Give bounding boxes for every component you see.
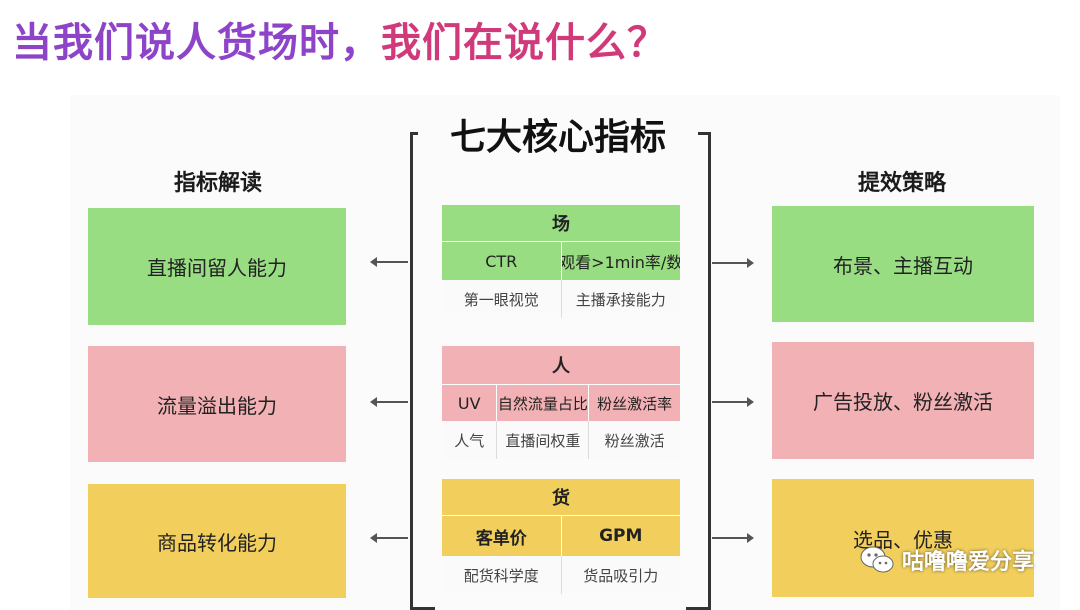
metric-cell: UV: [457, 393, 481, 413]
arrow-right-scene: [712, 258, 754, 268]
left-box-traffic: 流量溢出能力: [88, 346, 346, 462]
metric-cell: 客单价: [475, 528, 527, 549]
metric-cell: GPM: [560, 516, 681, 556]
left-column-title: 指标解读: [173, 171, 262, 196]
bracket-left: [410, 132, 435, 610]
right-box-goods-strategy: 选品、优惠: [772, 479, 1034, 597]
arrow-right-goods: [712, 533, 754, 543]
metric-table-people: 人 UV 自然流量占比 粉丝激活率 人气 直播间权重 粉丝激活: [442, 346, 680, 459]
arrow-left-goods: [370, 533, 408, 543]
table-header-goods: 货: [442, 479, 680, 516]
table-desc-row: 第一眼视觉 主播承接能力: [442, 280, 680, 318]
table-desc-row: 人气 直播间权重 粉丝激活: [442, 421, 680, 459]
left-box-retention: 直播间留人能力: [88, 208, 346, 325]
arrow-left-people: [370, 397, 408, 407]
left-box-conversion: 商品转化能力: [88, 484, 346, 598]
desc-cell: 粉丝激活: [588, 421, 680, 459]
table-metric-row: CTR 观看>1min率/数: [442, 242, 680, 280]
arrow-left-scene: [370, 257, 408, 267]
metric-table-goods: 货 客单价 GPM 配货科学度 货品吸引力: [442, 479, 680, 594]
metric-table-scene: 场 CTR 观看>1min率/数 第一眼视觉 主播承接能力: [442, 205, 680, 318]
right-box-scene-strategy: 布景、主播互动: [772, 206, 1034, 322]
table-header-scene: 场: [442, 205, 680, 242]
desc-cell: 主播承接能力: [560, 280, 681, 318]
metric-cell: 粉丝激活率: [588, 385, 680, 421]
table-header-people: 人: [442, 346, 680, 385]
right-column-title: 提效策略: [857, 171, 946, 196]
metric-cell: 观看>1min率/数: [560, 242, 680, 280]
metric-cell: 自然流量占比: [496, 385, 588, 421]
bracket-right: [686, 132, 711, 610]
watermark: 咕噜噜爱分享: [860, 540, 1034, 580]
table-metric-row: UV 自然流量占比 粉丝激活率: [442, 385, 680, 421]
headline-part2: 我们在说什么？: [381, 20, 668, 66]
wechat-icon: [860, 546, 894, 573]
center-title: 七大核心指标: [418, 112, 698, 164]
metric-cell: CTR: [485, 251, 518, 271]
desc-cell: 第一眼视觉: [463, 290, 539, 309]
desc-cell: 人气: [454, 431, 485, 450]
headline: 当我们说人货场时，我们在说什么？: [12, 8, 912, 78]
desc-cell: 货品吸引力: [560, 556, 681, 594]
desc-cell: 配货科学度: [463, 566, 539, 585]
watermark-text: 咕噜噜爱分享: [902, 550, 1035, 575]
arrow-right-people: [712, 397, 754, 407]
headline-part1: 当我们说人货场时，: [12, 20, 381, 66]
desc-cell: 直播间权重: [496, 421, 588, 459]
table-desc-row: 配货科学度 货品吸引力: [442, 556, 680, 594]
right-box-people-strategy: 广告投放、粉丝激活: [772, 342, 1034, 459]
table-metric-row: 客单价 GPM: [442, 516, 680, 556]
